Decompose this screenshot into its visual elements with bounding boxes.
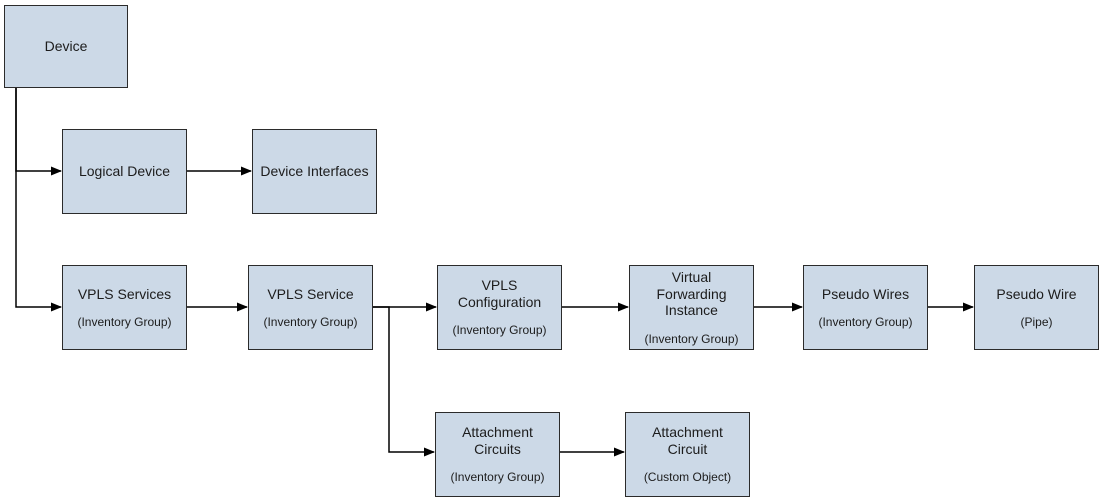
node-label: VPLS Services	[77, 285, 172, 302]
node-logical-device: Logical Device	[62, 129, 187, 214]
node-label: Device Interfaces	[260, 163, 369, 180]
node-device: Device	[4, 5, 128, 88]
node-device-interfaces: Device Interfaces	[252, 129, 377, 214]
node-virtual-forwarding-instance: Virtual Forwarding Instance (Inventory Gr…	[629, 265, 754, 350]
node-sublabel: (Inventory Group)	[452, 323, 547, 338]
edge-vpls-service-to-attachment-circuits	[373, 306, 435, 457]
node-pseudo-wire: Pseudo Wire (Pipe)	[974, 265, 1099, 350]
node-attachment-circuit: Attachment Circuit (Custom Object)	[625, 412, 750, 497]
node-sublabel: (Inventory Group)	[644, 331, 739, 346]
node-label: Device	[44, 38, 88, 55]
node-label: VPLS Configuration	[457, 277, 542, 310]
node-sublabel: (Custom Object)	[643, 470, 732, 485]
node-sublabel: (Inventory Group)	[818, 315, 913, 330]
node-pseudo-wires: Pseudo Wires (Inventory Group)	[803, 265, 928, 350]
node-vpls-configuration: VPLS Configuration (Inventory Group)	[437, 265, 562, 350]
node-label: Attachment Circuits	[462, 424, 533, 457]
node-sublabel: (Pipe)	[1020, 315, 1053, 330]
node-sublabel: (Inventory Group)	[450, 470, 545, 485]
edge-device-to-logical-device	[15, 88, 62, 176]
node-label: Attachment Circuit	[652, 424, 723, 457]
node-attachment-circuits: Attachment Circuits (Inventory Group)	[435, 412, 560, 497]
node-sublabel: (Inventory Group)	[263, 315, 358, 330]
node-vpls-service: VPLS Service (Inventory Group)	[248, 265, 373, 350]
node-vpls-services: VPLS Services (Inventory Group)	[62, 265, 187, 350]
node-label: Virtual Forwarding Instance	[656, 269, 727, 319]
node-label: Pseudo Wires	[821, 285, 910, 302]
node-label: Logical Device	[78, 163, 171, 180]
node-label: VPLS Service	[267, 285, 354, 302]
node-sublabel: (Inventory Group)	[77, 315, 172, 330]
edge-device-to-vpls-services	[15, 88, 62, 312]
node-label: Pseudo Wire	[996, 285, 1077, 302]
